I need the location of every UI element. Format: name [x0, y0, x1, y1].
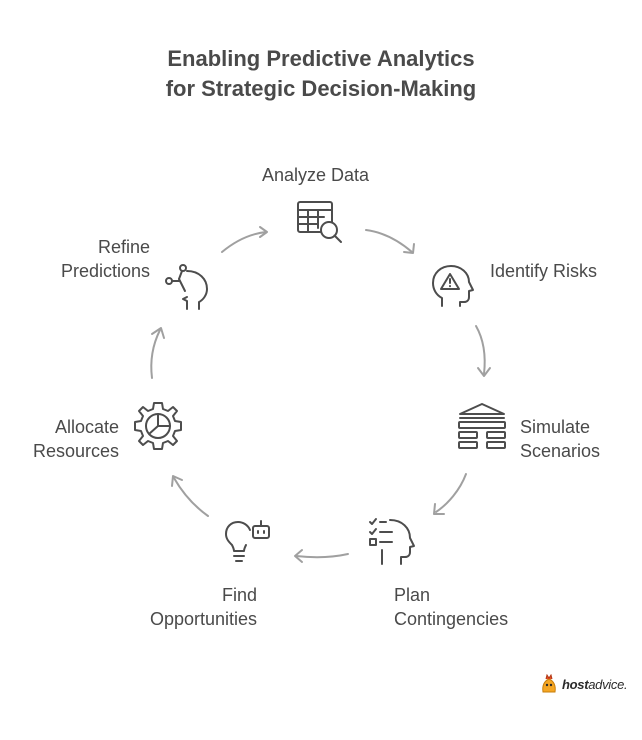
arrow-simulate-to-plan — [433, 473, 467, 515]
arrow-plan-to-find — [294, 549, 349, 563]
hostadvice-mascot-icon — [542, 674, 556, 693]
head-network-icon — [165, 264, 208, 310]
lightbulb-robot-icon — [225, 520, 270, 562]
title-line-2: for Strategic Decision-Making — [165, 76, 477, 101]
arrow-analyze-to-identify — [365, 229, 415, 254]
label-identify-risks: Identify Risks — [490, 261, 598, 281]
hostadvice-logo: hostadvice. — [540, 673, 628, 695]
label-refine-predictions: Refine Predictions — [60, 237, 150, 281]
arrow-allocate-to-refine — [150, 327, 165, 379]
label-find-opportunities: Find Opportunities — [149, 585, 257, 629]
label-plan-contingencies: Plan Contingencies — [394, 585, 509, 629]
gear-piechart-icon — [134, 402, 182, 450]
arrow-find-to-allocate — [171, 475, 209, 517]
label-allocate-resources: Allocate Resources — [32, 417, 119, 461]
title-line-1: Enabling Predictive Analytics — [167, 46, 475, 71]
table-search-icon — [297, 201, 342, 243]
label-analyze-data: Analyze Data — [262, 165, 370, 185]
label-simulate-scenarios: Simulate Scenarios — [520, 417, 601, 461]
stacked-blocks-icon — [458, 403, 506, 449]
arrow-refine-to-analyze — [221, 226, 268, 253]
head-warning-icon — [432, 265, 474, 307]
head-checklist-icon — [369, 518, 415, 565]
arrow-identify-to-simulate — [475, 325, 491, 377]
logo-wordmark: hostadvice. — [562, 676, 628, 692]
